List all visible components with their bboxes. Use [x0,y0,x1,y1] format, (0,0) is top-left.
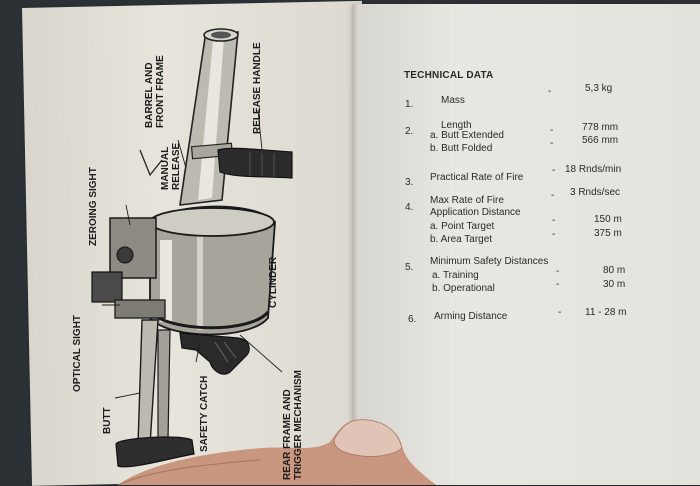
item-value: 566 mm [582,135,619,146]
item-value: 18 Rnds/min [565,164,622,175]
frame-and-sights-drawing [91,149,166,319]
pistol-grip-drawing [179,332,250,375]
item-dash: - [552,165,556,176]
item-label: Arming Distance [434,311,508,322]
item-label: Length [441,120,472,131]
item-label: b. Operational [432,283,495,294]
item-dash: - [548,86,552,97]
item-dash: - [558,307,562,318]
item-number: 5. [405,262,414,273]
item-dash: - [550,138,554,149]
item-label: Max Rate of Fire [430,195,504,206]
item-label: b. Area Target [430,234,493,245]
item-dash: - [552,215,556,226]
item-value: 3 Rnds/sec [570,187,621,198]
item-dash: - [550,125,554,136]
leaflet-right-page [355,4,700,485]
item-dash: - [552,229,556,240]
release-handle-drawing [217,147,293,179]
item-label: a. Training [432,270,479,281]
leaflet-fold [352,4,360,485]
item-value: 11 - 28 m [585,307,627,318]
item-label: b. Butt Folded [430,143,493,154]
item-dash: - [556,279,560,290]
item-label: Application Distance [430,207,521,218]
item-number: 3. [405,177,414,188]
item-label: a. Butt Extended [430,130,504,141]
item-number: 6. [408,314,417,325]
item-label: a. Point Target [430,221,495,232]
item-number: 2. [405,126,414,137]
item-value: 5,3 kg [585,83,613,94]
cylinder-drawing [148,205,276,336]
hand-drawing [117,419,436,485]
item-number: 4. [405,202,414,213]
item-label: Mass [441,95,465,106]
item-value: 150 m [594,214,622,225]
item-number: 1. [405,99,414,110]
label-leader-lines [102,109,283,399]
item-dash: - [556,266,560,277]
item-label: Practical Rate of Fire [430,172,524,183]
item-label: Minimum Safety Distances [430,256,549,267]
item-value: 80 m [603,265,626,276]
item-value: 30 m [603,279,626,290]
item-value: 375 m [594,228,622,239]
item-value: 778 mm [582,122,619,133]
item-dash: - [551,190,555,201]
technical-data-heading: TECHNICAL DATA [404,70,494,81]
butt-stock-drawing [115,319,195,468]
